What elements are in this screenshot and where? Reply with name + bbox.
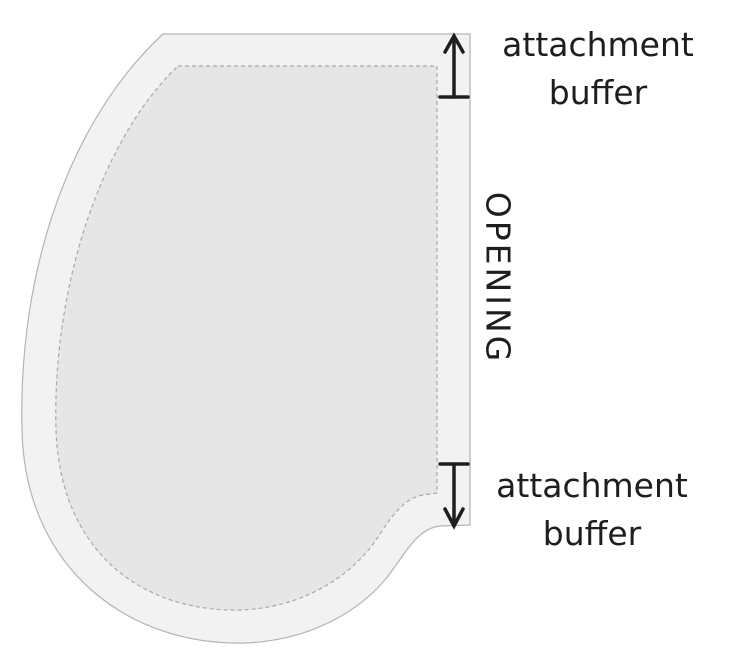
opening-label: OPENING — [478, 191, 518, 365]
top-buffer-arrow — [438, 32, 470, 99]
bottom-buffer-label-line2: buffer — [542, 514, 642, 553]
bottom-buffer-label-line1: attachment — [496, 466, 688, 505]
bottom-buffer-arrow — [438, 462, 470, 530]
top-buffer-label-line1: attachment — [502, 25, 694, 64]
top-buffer-label-line2: buffer — [548, 73, 648, 112]
inner-stitch-line — [55, 65, 438, 611]
